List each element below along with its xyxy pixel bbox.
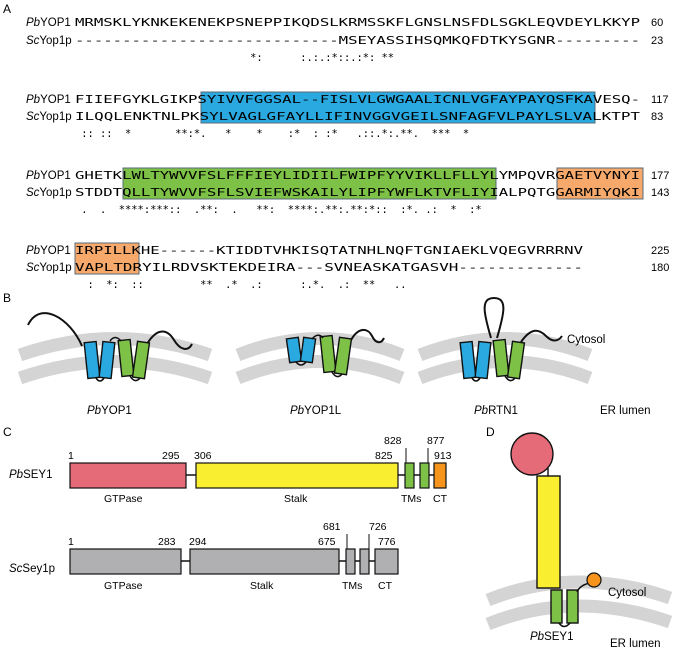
sequence-line: MRMSKLYKNKEKENEKPSNEPPIKQDSLKRMSSKFLGNSL… [75, 17, 640, 29]
cytosolic-loop [483, 296, 505, 339]
er-lumen-label: ER lumen [610, 638, 661, 650]
conservation-line: *: :.:.:*::.:*: ** [75, 52, 394, 64]
seq-name-pb-yop1: PbYOP1 [26, 94, 71, 106]
domain-label-ct: CT [433, 493, 448, 505]
conservation-line: : *: :: ** .* .: :.*. .: ** .. [75, 279, 407, 291]
residue-number: 825 [375, 450, 393, 462]
tm-highlight-blue [200, 91, 596, 124]
sequence-line: IRPILLKHE------KTIDDTVHKISQTATNHLNQFTGNI… [75, 245, 583, 257]
sequence-line: ----------------------------MSEYASSIHSQM… [75, 35, 640, 47]
residue-count: 177 [651, 170, 669, 182]
tm-highlight-orange-2 [74, 242, 140, 275]
sequence-line: STDDTQLLTYWVVFSFLSVIEFWSKAILYLIPFYWFLKTV… [75, 187, 640, 199]
residue-number: 726 [369, 521, 387, 533]
gtpase-domain-globule [510, 432, 554, 476]
domain-tm1 [345, 548, 356, 575]
tm-highlight-orange-1 [556, 167, 644, 200]
conservation-line: . . ****:***:: .**: . **: ****:.**:.**:*… [75, 204, 482, 216]
seq-name-pb-yop1: PbYOP1 [26, 17, 71, 29]
residue-number: 877 [427, 435, 445, 447]
residue-number: 306 [194, 450, 212, 462]
domain-label-tms: TMs [342, 580, 362, 592]
sequence-line: GHETKLWLTYWVVFSLFFFIEYLIDIILFWIPFYYVIKLL… [75, 170, 640, 182]
residue-count: 225 [651, 245, 669, 257]
domain-label-gtpase: GTPase [104, 580, 143, 592]
sequence-line: ILQQLENKTNLPKSYLVAGLGFAYLLIFINVGGVGEILSN… [75, 111, 641, 123]
c-terminal-tail [146, 330, 193, 350]
topology-label: PbYOP1 [87, 405, 132, 417]
er-lumen-label: ER lumen [600, 405, 651, 417]
residue-count: 117 [651, 94, 669, 106]
ct-domain-globule [586, 572, 602, 588]
domain-tm2 [419, 462, 430, 489]
seq-name-sc-yop1p: ScYop1p [26, 187, 72, 199]
residue-number: 776 [378, 536, 396, 548]
seq-name-pb-yop1: PbYOP1 [26, 170, 71, 182]
domain-label-gtpase: GTPase [104, 493, 143, 505]
residue-count: 83 [651, 111, 663, 123]
domain-stalk [189, 548, 340, 575]
domain-gtpase [69, 548, 182, 575]
residue-count: 23 [651, 35, 663, 47]
seq-name-sc-yop1p: ScYop1p [26, 35, 72, 47]
conservation-line: :: :: * **:*. * * :* : :* .::.*:.**. ***… [75, 128, 469, 140]
residue-number: 283 [158, 536, 176, 548]
panel-label-b: B [3, 291, 11, 305]
topology-label: PbYOP1L [290, 405, 342, 417]
seq-name-pb-yop1: PbYOP1 [26, 245, 71, 257]
residue-number: 294 [189, 536, 207, 548]
residue-number: 828 [384, 435, 402, 447]
domain-gtpase [69, 462, 187, 489]
domain-ct [374, 548, 399, 575]
domain-ct [433, 462, 447, 489]
domain-label-ct: CT [378, 580, 393, 592]
domain-tm2 [359, 548, 370, 575]
protein-label-pbsey1: PbSEY1 [530, 631, 574, 643]
tm-segment-1 [550, 589, 563, 624]
yop1-topology [83, 336, 151, 382]
residue-count: 180 [651, 262, 669, 274]
domain-label-tms: TMs [401, 493, 421, 505]
stalk-helix [536, 475, 561, 589]
sequence-line: FIIEFGYKLGIKPSYIVVFGGSAL--FISLVLGWGAALIC… [75, 94, 640, 106]
seq-name-sc-yop1p: ScYop1p [26, 262, 72, 274]
domain-tm1 [404, 462, 415, 489]
residue-count: 143 [651, 187, 669, 199]
tm-highlight-green [122, 167, 497, 200]
residue-number: 1 [68, 536, 74, 548]
panel-label-c: C [3, 425, 12, 439]
rtn1-topology [459, 338, 526, 382]
tm-segment-2 [566, 589, 579, 624]
sequence-line: VAPLTDRYILRDVSKTEKDEIRA---SVNEASKATGASVH… [75, 262, 583, 274]
domain-label-stalk: Stalk [284, 493, 308, 505]
domain-label-stalk: Stalk [250, 580, 274, 592]
residue-number: 913 [434, 450, 452, 462]
er-membrane [235, 332, 405, 385]
panel-label-a: A [3, 2, 11, 16]
residue-number: 1 [68, 450, 74, 462]
residue-number: 681 [323, 521, 341, 533]
topology-label: PbRTN1 [474, 405, 518, 417]
protein-name-pbsey1: PbSEY1 [9, 469, 53, 481]
luminal-loop [558, 622, 571, 628]
domain-stalk [195, 462, 399, 489]
cytosol-label: Cytosol [567, 334, 605, 346]
n-terminal-tail [27, 312, 83, 347]
panel-label-d: D [486, 425, 495, 439]
c-terminal-tail [349, 329, 385, 344]
cytosol-label: Cytosol [608, 587, 646, 599]
residue-number: 675 [318, 536, 336, 548]
yop1l-topology [285, 334, 353, 378]
protein-name-scsey1p: ScSey1p [9, 563, 55, 575]
residue-count: 60 [651, 17, 663, 29]
c-terminal-tail [520, 329, 563, 343]
seq-name-sc-yop1p: ScYop1p [26, 111, 72, 123]
residue-number: 295 [162, 450, 180, 462]
